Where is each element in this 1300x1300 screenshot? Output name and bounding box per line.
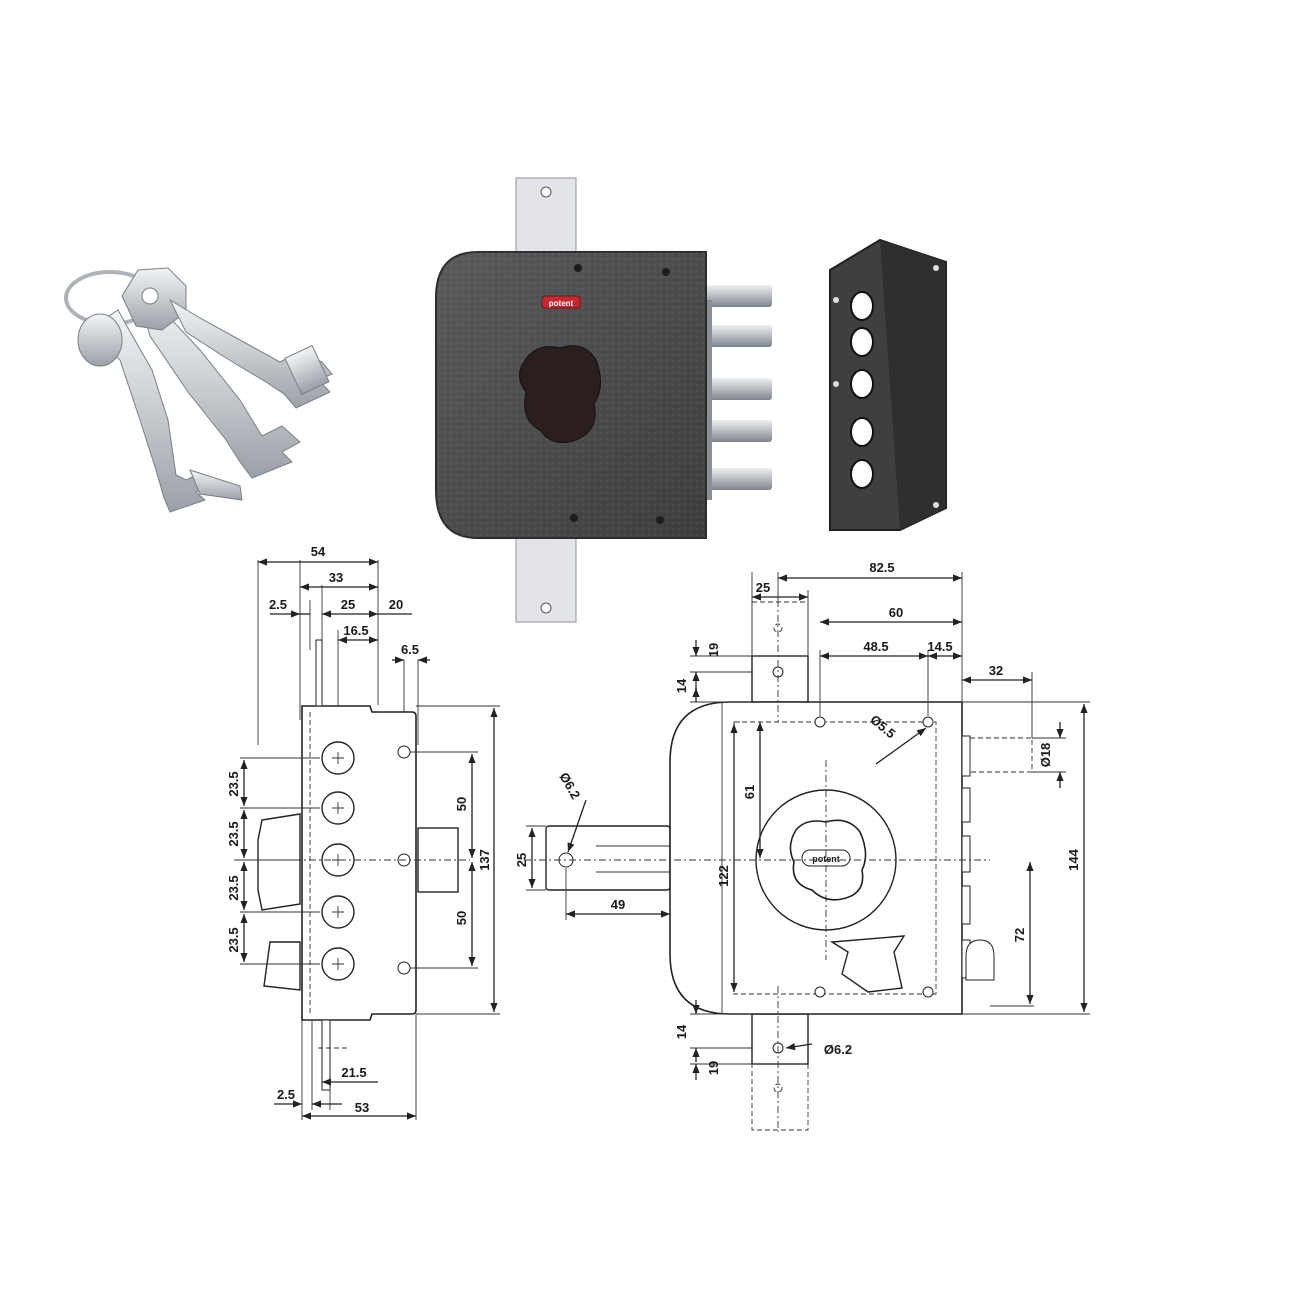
dim-60: 60 xyxy=(889,605,903,620)
dim-25-bar: 25 xyxy=(514,853,529,867)
key-1 xyxy=(77,309,243,513)
front-view-brand-text: potent xyxy=(812,854,840,864)
dim-2-5-bottom: 2.5 xyxy=(277,1087,295,1102)
dim-144: 144 xyxy=(1066,848,1081,870)
front-view-drawing: potent xyxy=(514,560,1090,1132)
keys-photo xyxy=(64,267,333,513)
dim-14-top: 14 xyxy=(674,678,689,693)
dim-dia-18: Ø18 xyxy=(1038,743,1053,768)
bolt-row xyxy=(321,741,355,981)
dim-137: 137 xyxy=(477,849,492,871)
dim-54: 54 xyxy=(311,544,326,559)
dim-49: 49 xyxy=(611,897,625,912)
dim-122: 122 xyxy=(716,865,731,887)
dim-23-5-a: 23.5 xyxy=(226,771,241,796)
dim-33: 33 xyxy=(329,570,343,585)
key-2 xyxy=(121,267,301,479)
dim-25-front: 25 xyxy=(756,580,770,595)
dim-21-5: 21.5 xyxy=(341,1065,366,1080)
dim-50-upper: 50 xyxy=(454,797,469,811)
dim-6-5: 6.5 xyxy=(401,642,419,657)
key-3 xyxy=(168,298,333,409)
dim-16-5: 16.5 xyxy=(343,623,368,638)
dim-82-5: 82.5 xyxy=(869,560,894,575)
dim-23-5-b: 23.5 xyxy=(226,821,241,846)
dim-19-top: 19 xyxy=(706,643,721,657)
side-view-drawing: 54 33 2.5 25 20 16.5 6.5 50 50 137 23.5 … xyxy=(226,544,500,1120)
dim-2-5-top: 2.5 xyxy=(269,597,287,612)
dim-23-5-c: 23.5 xyxy=(226,875,241,900)
dim-19-bottom: 19 xyxy=(706,1061,721,1075)
bolt-stack-photo xyxy=(700,285,772,500)
dim-61: 61 xyxy=(742,785,757,799)
dim-32: 32 xyxy=(989,663,1003,678)
dim-72: 72 xyxy=(1012,928,1027,942)
dim-20: 20 xyxy=(389,597,403,612)
dim-23-5-d: 23.5 xyxy=(226,927,241,952)
dim-dia-6-2-bottom: Ø6.2 xyxy=(824,1042,852,1057)
dim-dia-6-2-bar: Ø6.2 xyxy=(556,770,583,802)
strike-plate-photo xyxy=(829,238,947,531)
lock-photo-brand-text: potent xyxy=(549,299,574,308)
dim-14-bottom: 14 xyxy=(674,1024,689,1039)
lock-body-photo: potent xyxy=(435,177,772,623)
dim-48-5: 48.5 xyxy=(863,639,888,654)
dim-53: 53 xyxy=(355,1100,369,1115)
dim-25-side: 25 xyxy=(341,597,355,612)
dim-50-lower: 50 xyxy=(454,911,469,925)
dim-14-5: 14.5 xyxy=(927,639,952,654)
